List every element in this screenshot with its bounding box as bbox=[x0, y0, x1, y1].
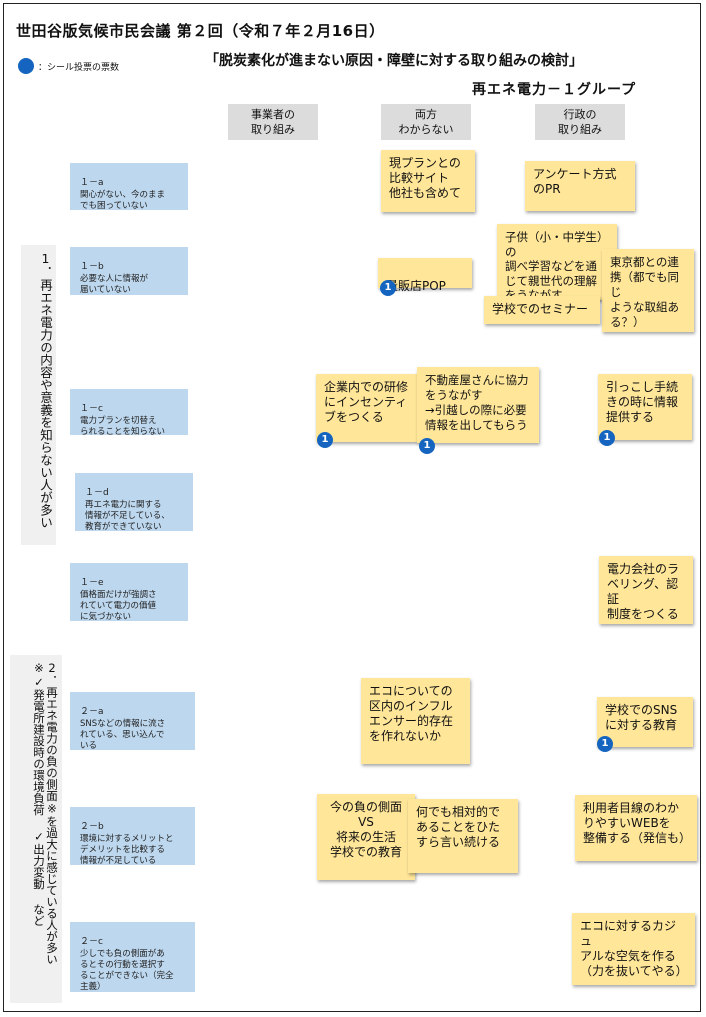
problem-id: １－b bbox=[80, 262, 104, 272]
vote-count-badge: 1 bbox=[317, 432, 333, 448]
problem-id: １－d bbox=[85, 488, 109, 498]
problem-id: １－a bbox=[80, 178, 104, 188]
problem-text: 価格面だけが強調さ れていて電力の価値 に気づかない bbox=[80, 590, 157, 622]
problem-card-1d: １－d 再エネ電力に関する 情報が不足している、 教育ができていない bbox=[75, 473, 193, 532]
sticky-note: エコについての 区内のインフル エンサー的存在 を作れないか bbox=[361, 678, 470, 764]
problem-text: 必要な人に情報が 届いていない bbox=[80, 274, 149, 295]
problem-card-1b: １－b 必要な人に情報が 届いていない bbox=[70, 247, 188, 295]
category-1-label: 1．再エネ電力の内容や意義を知らない人が多い bbox=[21, 245, 56, 545]
session-subtitle: 「脱炭素化が進まない原因・障壁に対する取り組みの検討」 bbox=[205, 53, 583, 69]
problem-id: ２－b bbox=[80, 822, 104, 832]
problem-card-1a: １－a 関心がない、今のまま でも困っていない bbox=[70, 163, 188, 211]
problem-text: 少しでも負の側面があ るとその行動を選択す ることができない（完全 主義） bbox=[80, 949, 174, 992]
problem-card-2c: ２－c 少しでも負の側面があ るとその行動を選択す ることができない（完全 主義） bbox=[70, 922, 195, 992]
problem-id: ２－a bbox=[80, 707, 104, 717]
column-header-business: 事業者の 取り組み bbox=[228, 104, 318, 140]
problem-card-2b: ２－b 環境に対するメリットと デメリットを比較する 情報が不足している bbox=[70, 807, 195, 866]
category-2-label: 2．再エネ電力の負の側面※を過大に感じている人が多い ※✓発電所建設時の環境負荷… bbox=[10, 655, 62, 1003]
page-frame bbox=[3, 3, 701, 1012]
sticky-note: 不動産屋さんに協力 をうながす →引越しの際に必要 情報を出してもらう bbox=[417, 367, 539, 443]
sticky-note: 引っこし手続 きの時に情報 提供する bbox=[598, 374, 692, 440]
vote-count-badge: 1 bbox=[419, 438, 435, 454]
problem-id: ２－c bbox=[80, 937, 103, 947]
vote-count-badge: 1 bbox=[597, 736, 613, 752]
sticky-note: アンケート方式 のPR bbox=[525, 161, 635, 211]
legend: ：シール投票の票数 bbox=[18, 58, 119, 74]
column-header-both: 両方 わからない bbox=[381, 104, 471, 140]
column-header-government: 行政の 取り組み bbox=[535, 104, 625, 140]
sticky-note: 今の負の側面 VS 将来の生活 学校での教育 bbox=[317, 794, 415, 880]
sticky-note: 東京都との連 携（都でも同じ ような取組あ る？） bbox=[602, 249, 694, 332]
problem-text: 電力プランを切替え られることを知らない bbox=[80, 416, 166, 437]
sticky-note: 学校でのセミナー bbox=[484, 296, 600, 324]
problem-id: １－c bbox=[80, 404, 103, 414]
group-name: 再エネ電力－１グループ bbox=[472, 82, 637, 98]
vote-count-badge: 1 bbox=[599, 430, 615, 446]
sticky-note: 子供（小・中学生）の 調べ学習などを通 じて親世代の理解 をうながす bbox=[497, 224, 617, 302]
sticky-note-text: 量販店POP bbox=[386, 279, 446, 293]
problem-text: 環境に対するメリットと デメリットを比較する 情報が不足している bbox=[80, 834, 174, 866]
problem-card-1c: １－c 電力プランを切替え られることを知らない bbox=[70, 389, 188, 437]
page-title: 世田谷版気候市民会議 第２回（令和７年２月16日） bbox=[16, 22, 385, 40]
sticky-note: 何でも相対的で あることをひた すら言い続ける bbox=[408, 799, 518, 873]
sticky-note: 学校でのSNS に対する教育 bbox=[597, 697, 693, 747]
legend-text: ：シール投票の票数 bbox=[38, 62, 120, 73]
vote-count-badge: 1 bbox=[380, 280, 396, 296]
problem-text: SNSなどの情報に流さ れている、思い込んで いる bbox=[80, 719, 166, 751]
problem-text: 関心がない、今のまま でも困っていない bbox=[80, 190, 166, 211]
sticky-note: 利用者目線のわか りやすいWEBを 整備する（発信も） bbox=[575, 795, 697, 861]
problem-text: 再エネ電力に関する 情報が不足している、 教育ができていない bbox=[85, 500, 170, 532]
problem-card-1e: １－e 価格面だけが強調さ れていて電力の価値 に気づかない bbox=[70, 563, 188, 622]
sticky-note: 電力会社のラ ベリング、認証 制度をつくる bbox=[599, 556, 693, 624]
vote-dot-icon bbox=[18, 58, 34, 74]
problem-id: １－e bbox=[80, 578, 104, 588]
sticky-note: 企業内での研修 にインセンティ ブをつくる bbox=[316, 374, 418, 442]
sticky-note: エコに対するカジュ アルな空気を作る （力を抜いてやる） bbox=[572, 913, 695, 985]
sticky-note: 現プランとの 比較サイト 他社も含めて bbox=[381, 150, 475, 212]
